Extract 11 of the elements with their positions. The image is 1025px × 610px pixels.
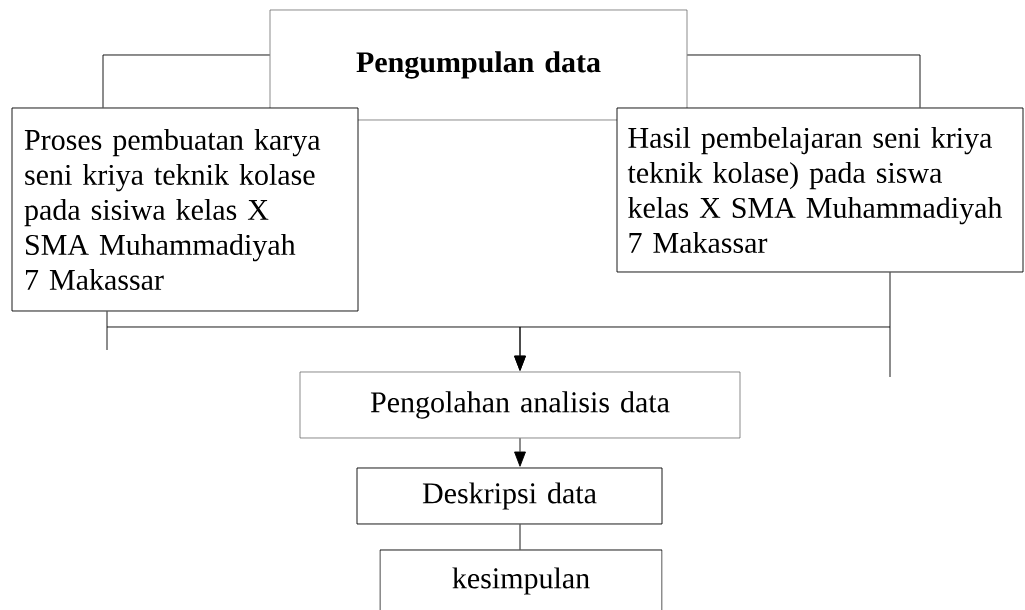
connector [519,524,521,550]
connector [686,54,921,108]
connector [102,54,271,108]
process-box: Pengolahan analisis data [299,371,741,439]
process-box: Deskripsi data [356,467,663,525]
process-box: Pengumpulan data [269,9,688,121]
process-box: Proses pembuatan karya seni kriya teknik kolase pada sisiwa kelas X SMA Muhammadiyah 7 Makassar [11,107,359,312]
process-box: kesimpulan [379,549,663,610]
process-box: Hasil pembelajaran seni kriya teknik kolase) pada siswa kelas X SMA Muhammadiyah 7 Makassar [616,107,1024,273]
connector [514,437,526,467]
connector [514,272,891,371]
